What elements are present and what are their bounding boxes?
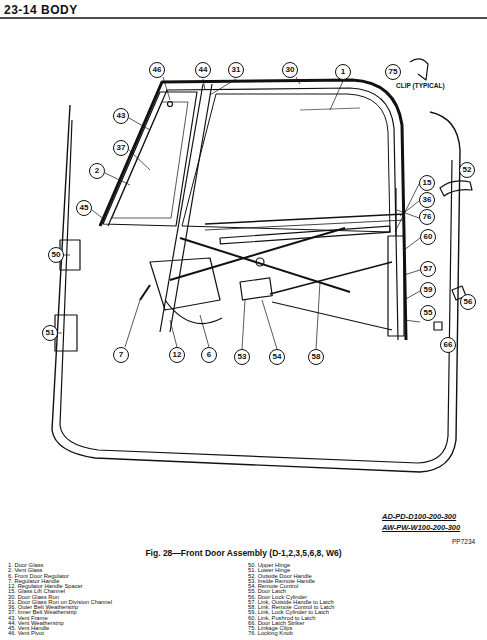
callout-circle: 75: [385, 64, 401, 80]
callout-number: 66: [444, 341, 453, 349]
callout-circle: 54: [269, 349, 285, 365]
callout-circle: 45: [76, 200, 92, 216]
callout-number: 54: [273, 353, 282, 361]
callout-number: 59: [424, 286, 433, 294]
callout-number: 7: [119, 351, 123, 359]
callout-number: 52: [463, 166, 472, 174]
callout-number: 75: [389, 68, 398, 76]
callout-circle: 76: [419, 209, 435, 225]
callout-number: 50: [52, 251, 61, 259]
callout-number: 45: [80, 204, 89, 212]
callout-circle: 36: [419, 192, 435, 208]
callout-number: 76: [423, 213, 432, 221]
callout-circle: 50: [48, 247, 64, 263]
callout-number: 2: [95, 167, 99, 175]
page-header: 23-14 BODY: [4, 3, 78, 17]
callout-number: 58: [312, 353, 321, 361]
callout-circle: 55: [420, 305, 436, 321]
figure-note: PP7234: [452, 538, 475, 545]
callout-circle: 46: [149, 62, 165, 78]
callout-number: 60: [424, 233, 433, 241]
callout-number: 31: [232, 66, 241, 74]
callout-circle: 59: [420, 282, 436, 298]
callout-number: 30: [286, 66, 295, 74]
callout-circle: 66: [440, 337, 456, 353]
figure-caption: Fig. 28—Front Door Assembly (D-1,2,3,5,6…: [0, 548, 487, 558]
callout-circle: 37: [113, 140, 129, 156]
callout-number: 51: [46, 329, 55, 337]
figure-note: AW-PW-W100-200-300: [382, 523, 460, 532]
callout-circle: 57: [420, 261, 436, 277]
callout-circle: 43: [113, 108, 129, 124]
callout-circle: 51: [42, 325, 58, 341]
figure-note: CLIP (TYPICAL): [396, 82, 445, 89]
callout-number: 43: [117, 112, 126, 120]
callout-number: 6: [207, 351, 211, 359]
callout-number: 56: [464, 298, 473, 306]
callout-number: 46: [153, 66, 162, 74]
callout-circle: 15: [419, 175, 435, 191]
callout-circle: 1: [335, 64, 351, 80]
callout-number: 1: [341, 68, 345, 76]
parts-list-item: 46. Vent Pivot: [8, 631, 44, 636]
callout-number: 12: [173, 351, 182, 359]
callout-circle: 30: [282, 62, 298, 78]
callout-circle: 6: [201, 347, 217, 363]
callout-circle: 60: [420, 229, 436, 245]
callout-circle: 31: [228, 62, 244, 78]
callout-number: 15: [423, 179, 432, 187]
callout-circle: 44: [195, 62, 211, 78]
callout-circle: 58: [308, 349, 324, 365]
parts-list-item: 76. Locking Knob: [248, 631, 293, 636]
callout-circle: 52: [459, 162, 475, 178]
callout-number: 44: [199, 66, 208, 74]
callout-number: 37: [117, 144, 126, 152]
callout-number: 55: [424, 309, 433, 317]
callout-number: 57: [424, 265, 433, 273]
callout-number: 36: [423, 196, 432, 204]
figure-note: AD-PD-D100-200-300: [382, 512, 456, 521]
callout-circle: 2: [89, 163, 105, 179]
callout-circle: 7: [113, 347, 129, 363]
callout-circle: 53: [234, 349, 250, 365]
callout-circle: 56: [460, 294, 476, 310]
callout-circle: 12: [169, 347, 185, 363]
callout-number: 53: [238, 353, 247, 361]
